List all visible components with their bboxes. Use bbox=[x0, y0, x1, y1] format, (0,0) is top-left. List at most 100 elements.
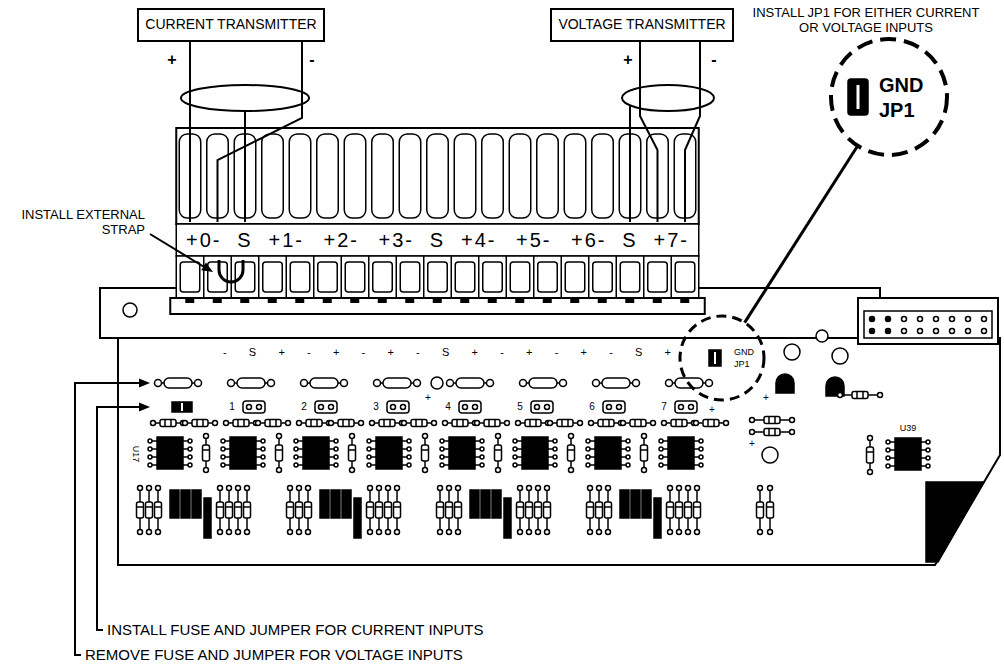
resistor-band bbox=[488, 420, 490, 427]
solder-pad bbox=[768, 530, 773, 535]
terminal-tab bbox=[433, 298, 442, 303]
resistor-symbol bbox=[568, 445, 575, 461]
resistor-band bbox=[867, 451, 874, 453]
resistor-band bbox=[713, 420, 715, 427]
solder-pad bbox=[659, 439, 663, 443]
solder-pad bbox=[224, 421, 229, 426]
solder-pad bbox=[277, 434, 282, 439]
solder-pad bbox=[138, 486, 143, 491]
solder-pad bbox=[359, 421, 364, 426]
note: INSTALL EXTERNAL STRAP bbox=[4, 208, 146, 238]
jumper-pin bbox=[607, 405, 612, 410]
solder-pad bbox=[886, 448, 890, 452]
solder-pad bbox=[148, 463, 152, 467]
resistor-symbol bbox=[605, 502, 612, 518]
solder-pad bbox=[545, 486, 550, 491]
resistor-band bbox=[376, 506, 383, 508]
solder-pad bbox=[407, 447, 411, 451]
resistor-symbol bbox=[146, 502, 153, 518]
terminal-label: +1- bbox=[268, 229, 305, 252]
solder-pad bbox=[626, 447, 630, 451]
capacitor-symbol bbox=[762, 447, 778, 463]
fuse-clip bbox=[487, 380, 494, 387]
terminal-divider bbox=[396, 256, 398, 298]
solder-pad bbox=[367, 447, 371, 451]
solder-pad bbox=[350, 468, 355, 473]
jumper-pin bbox=[689, 405, 694, 410]
resistor-band bbox=[608, 420, 610, 427]
resistor-symbol bbox=[217, 502, 224, 518]
solder-pad bbox=[926, 464, 930, 468]
capacitor-block bbox=[620, 490, 629, 518]
solder-pad bbox=[456, 486, 461, 491]
capacitor-block bbox=[331, 490, 340, 518]
jumper-number: 1 bbox=[228, 401, 236, 413]
solder-pad bbox=[147, 530, 152, 535]
wire-slot bbox=[537, 134, 559, 218]
capacitor-block bbox=[631, 490, 640, 518]
solder-pad bbox=[256, 421, 261, 426]
solder-pad bbox=[569, 468, 574, 473]
header-pin bbox=[918, 317, 923, 322]
resistor-symbol bbox=[394, 502, 401, 518]
solder-pad bbox=[926, 456, 930, 460]
resistor-symbol bbox=[385, 502, 392, 518]
callout-circle bbox=[831, 39, 947, 155]
jumper-pin bbox=[319, 405, 324, 410]
solder-pad bbox=[480, 463, 484, 467]
resistor-symbol bbox=[422, 445, 429, 461]
resistor-symbol bbox=[557, 420, 573, 427]
terminal-divider bbox=[533, 256, 535, 298]
terminal-tab bbox=[570, 298, 579, 303]
solder-pad bbox=[659, 463, 663, 467]
solder-pad bbox=[294, 463, 298, 467]
solder-pad bbox=[926, 440, 930, 444]
fuse-clip bbox=[341, 380, 348, 387]
jumper-slit bbox=[181, 403, 183, 411]
resistor-symbol bbox=[495, 445, 502, 461]
resistor-symbol bbox=[137, 502, 144, 518]
solder-pad bbox=[221, 447, 225, 451]
solder-pad bbox=[586, 455, 590, 459]
terminal-screw bbox=[620, 262, 640, 292]
note: INSTALL JP1 FOR EITHER CURRENT OR VOLTAG… bbox=[745, 6, 987, 36]
resistor-band bbox=[544, 506, 551, 508]
jumper-number: 6 bbox=[588, 401, 596, 413]
solder-pad bbox=[261, 455, 265, 459]
jumper-slit bbox=[857, 85, 860, 109]
solder-pad bbox=[402, 421, 407, 426]
resistor-symbol bbox=[296, 502, 303, 518]
capacitor-block bbox=[170, 490, 179, 518]
resistor-symbol bbox=[235, 502, 242, 518]
resistor-symbol bbox=[155, 502, 162, 518]
solder-pad bbox=[334, 439, 338, 443]
solder-pad bbox=[306, 530, 311, 535]
solder-pad bbox=[350, 434, 355, 439]
solder-pad bbox=[496, 434, 501, 439]
resistor-band bbox=[389, 420, 391, 427]
solder-pad bbox=[438, 530, 443, 535]
capacitor-symbol bbox=[832, 348, 848, 364]
mounting-hole bbox=[123, 303, 137, 317]
solder-pad bbox=[261, 439, 265, 443]
solder-pad bbox=[686, 530, 691, 535]
signal-wire bbox=[685, 42, 700, 222]
solder-pad bbox=[236, 530, 241, 535]
resistor-band bbox=[602, 420, 604, 427]
terminal-screw bbox=[483, 262, 503, 292]
terminal-screw bbox=[235, 262, 255, 292]
solder-pad bbox=[236, 486, 241, 491]
resistor-band bbox=[774, 429, 776, 436]
resistor-band bbox=[237, 420, 239, 427]
resistor-symbol bbox=[276, 445, 283, 461]
terminal-divider bbox=[286, 256, 288, 298]
resistor-band bbox=[676, 506, 683, 508]
terminal-tab bbox=[680, 298, 689, 303]
resistor-band bbox=[422, 449, 429, 451]
wire-slot bbox=[372, 134, 394, 218]
solder-pad bbox=[790, 430, 795, 435]
solder-pad bbox=[204, 468, 209, 473]
ic-chip bbox=[157, 437, 183, 469]
solder-pad bbox=[183, 421, 188, 426]
